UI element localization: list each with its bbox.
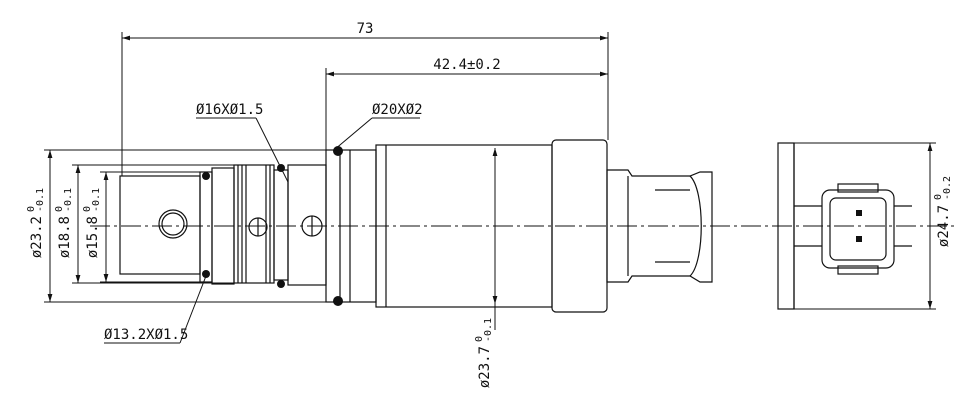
svg-text:0: 0 — [474, 336, 485, 342]
o-rings — [202, 146, 343, 306]
svg-text:-0.1: -0.1 — [63, 188, 74, 212]
dim-dia-18-8: ø18.8 0 -0.1 — [54, 188, 74, 258]
stem-hole — [158, 209, 188, 239]
dim-oring-top-left: Ø16XØ1.5 — [196, 102, 263, 118]
oring-large-top — [333, 146, 343, 156]
oring-large-bottom — [333, 296, 343, 306]
svg-text:ø24.7: ø24.7 — [936, 205, 952, 247]
groove-1 — [199, 171, 213, 283]
svg-text:ø15.8: ø15.8 — [85, 216, 101, 258]
oring-small-bottom — [202, 270, 210, 278]
svg-text:0: 0 — [82, 206, 93, 212]
dim-dia-23-7: ø23.7 0 -0.1 — [474, 318, 494, 388]
connector-housing — [606, 169, 713, 283]
svg-text:ø23.2: ø23.2 — [29, 216, 45, 258]
dim-oring-top-right: Ø20XØ2 — [372, 102, 423, 118]
dim-dia-15-8: ø15.8 0 -0.1 — [82, 188, 102, 258]
svg-text:-0.1: -0.1 — [91, 188, 102, 212]
end-view — [777, 142, 912, 310]
svg-text:0: 0 — [933, 194, 944, 200]
svg-text:-0.2: -0.2 — [942, 176, 953, 200]
oring-mid-bottom — [277, 280, 285, 288]
svg-text:-0.1: -0.1 — [483, 318, 494, 342]
valve-stem — [119, 175, 201, 275]
dim-dia-23-2: ø23.2 0 -0.1 — [26, 188, 46, 258]
svg-text:0: 0 — [54, 206, 65, 212]
spool-section — [233, 164, 275, 284]
dim-dia-24-7: ø24.7 0 -0.2 — [933, 176, 953, 247]
end-view-pin-1 — [856, 210, 862, 216]
dim-overall-length: 73 — [357, 21, 374, 37]
svg-text:ø23.7: ø23.7 — [477, 346, 493, 388]
end-view-plug — [821, 189, 895, 269]
svg-text:0: 0 — [26, 206, 37, 212]
dim-body-length: 42.4±0.2 — [433, 57, 500, 73]
svg-text:-0.1: -0.1 — [35, 188, 46, 212]
svg-text:ø18.8: ø18.8 — [57, 216, 73, 258]
dimension-lines — [44, 32, 936, 344]
end-view-pin-2 — [856, 236, 862, 242]
oring-small-top — [202, 172, 210, 180]
mid-section — [287, 164, 327, 286]
dim-oring-bottom: Ø13.2XØ1.5 — [104, 327, 188, 343]
